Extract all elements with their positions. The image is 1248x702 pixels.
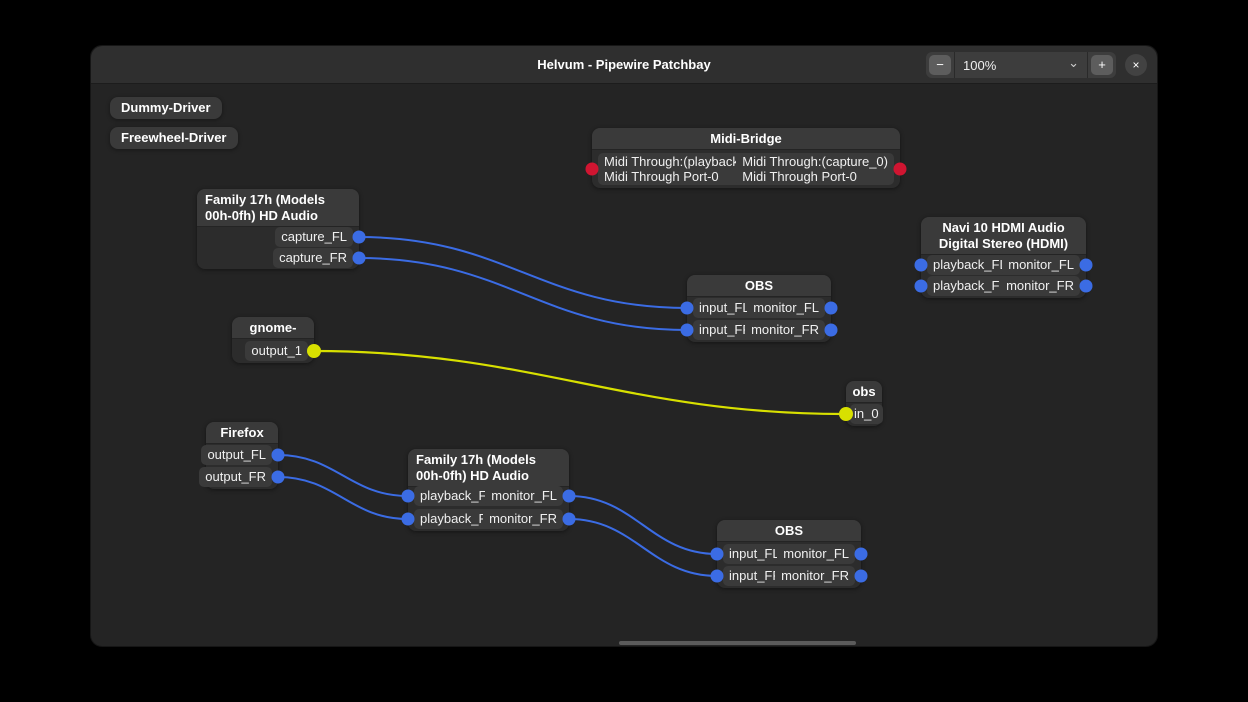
horizontal-scrollbar[interactable] bbox=[619, 641, 856, 645]
zoom-level-value: 100% bbox=[963, 58, 996, 73]
port-output-1[interactable]: output_1 bbox=[245, 341, 308, 361]
port-monitor-fr[interactable]: monitor_FR bbox=[483, 509, 563, 529]
node-gnome-shell[interactable]: gnome-shell output_1 bbox=[232, 317, 314, 363]
node-family-17h-bottom[interactable]: Family 17h (Models 00h-0fh) HD Audio Con… bbox=[408, 449, 569, 531]
zoom-level-dropdown[interactable]: 100% ⌄ bbox=[955, 58, 1087, 73]
separator bbox=[1087, 52, 1088, 78]
node-firefox[interactable]: Firefox output_FL output_FR bbox=[206, 422, 278, 489]
cable-monitor-fr-to-input-fr[interactable] bbox=[569, 519, 717, 576]
port-capture-fl[interactable]: capture_FL bbox=[275, 227, 353, 247]
zoom-controls: − 100% ⌄ + bbox=[926, 52, 1116, 78]
node-title-line1: Family 17h (Models bbox=[416, 452, 561, 468]
port-monitor-fl[interactable]: monitor_FL bbox=[747, 298, 825, 318]
node-navi-10-hdmi[interactable]: Navi 10 HDMI Audio Digital Stereo (HDMI)… bbox=[921, 217, 1086, 298]
port-playback-fl[interactable]: playback_FL bbox=[927, 255, 1013, 275]
port-label-line: Midi Through Port-0 bbox=[604, 169, 758, 184]
port-in-0[interactable]: in_0 bbox=[850, 404, 883, 424]
node-title: Firefox bbox=[206, 422, 278, 444]
node-obs-small[interactable]: obs in_0 bbox=[846, 381, 882, 426]
zoom-in-button[interactable]: + bbox=[1091, 55, 1113, 75]
node-title: Family 17h (Models 00h-0fh) HD Audio Con… bbox=[408, 449, 569, 487]
close-icon: × bbox=[1132, 58, 1139, 72]
cable-capture-fr-to-input-fr[interactable] bbox=[359, 258, 687, 330]
node-obs-top[interactable]: OBS input_FL monitor_FL input_FR monitor… bbox=[687, 275, 831, 342]
port-input-fl[interactable]: input_FL bbox=[723, 544, 786, 564]
port-monitor-fl[interactable]: monitor_FL bbox=[1002, 255, 1080, 275]
node-title-line1: Navi 10 HDMI Audio bbox=[929, 220, 1078, 236]
cable-output-fr-to-playback-fr[interactable] bbox=[278, 477, 408, 519]
close-button[interactable]: × bbox=[1125, 54, 1147, 76]
node-title: Navi 10 HDMI Audio Digital Stereo (HDMI) bbox=[921, 217, 1086, 255]
zoom-out-button[interactable]: − bbox=[929, 55, 951, 75]
node-title-line1: Family 17h (Models bbox=[205, 192, 351, 208]
node-obs-bottom[interactable]: OBS input_FL monitor_FL input_FR monitor… bbox=[717, 520, 861, 588]
node-title: Midi-Bridge bbox=[592, 128, 900, 150]
node-dummy-driver[interactable]: Dummy-Driver bbox=[110, 97, 222, 119]
port-monitor-fr[interactable]: monitor_FR bbox=[1000, 276, 1080, 296]
port-monitor-fr[interactable]: monitor_FR bbox=[775, 566, 855, 586]
port-label-line: Midi Through Port-0 bbox=[742, 169, 888, 184]
port-monitor-fl[interactable]: monitor_FL bbox=[485, 486, 563, 506]
node-title: obs bbox=[846, 381, 882, 403]
node-title: OBS bbox=[687, 275, 831, 297]
port-monitor-fr[interactable]: monitor_FR bbox=[745, 320, 825, 340]
node-title-line2: 00h-0fh) HD Audio Cont… bbox=[205, 208, 351, 227]
port-midi-through-capture[interactable]: Midi Through:(capture_0) Midi Through Po… bbox=[736, 153, 894, 185]
port-capture-fr[interactable]: capture_FR bbox=[273, 248, 353, 268]
node-title: OBS bbox=[717, 520, 861, 542]
node-title: Family 17h (Models 00h-0fh) HD Audio Con… bbox=[197, 189, 359, 227]
node-family-17h-top[interactable]: Family 17h (Models 00h-0fh) HD Audio Con… bbox=[197, 189, 359, 269]
cable-output-fl-to-playback-fl[interactable] bbox=[278, 455, 408, 496]
port-output-fr[interactable]: output_FR bbox=[199, 467, 272, 487]
node-freewheel-driver[interactable]: Freewheel-Driver bbox=[110, 127, 238, 149]
port-label-line: Midi Through:(capture_0) bbox=[742, 154, 888, 169]
node-title-line2: Digital Stereo (HDMI) bbox=[929, 236, 1078, 252]
port-input-fl[interactable]: input_FL bbox=[693, 298, 756, 318]
helvum-window: Dummy-Driver Freewheel-Driver Midi-Bridg… bbox=[90, 45, 1158, 647]
cable-capture-fl-to-input-fl[interactable] bbox=[359, 237, 687, 308]
chevron-down-icon: ⌄ bbox=[1068, 55, 1079, 71]
port-label-line: Midi Through:(playback_0) bbox=[604, 154, 758, 169]
node-title-line2: 00h-0fh) HD Audio Cont… bbox=[416, 468, 561, 487]
node-title: gnome-shell bbox=[232, 317, 314, 339]
headerbar[interactable]: Helvum - Pipewire Patchbay − 100% ⌄ + × bbox=[91, 46, 1157, 84]
node-midi-bridge[interactable]: Midi-Bridge Midi Through:(playback_0) Mi… bbox=[592, 128, 900, 188]
cable-gnome-shell-to-obs[interactable] bbox=[314, 351, 844, 414]
port-monitor-fl[interactable]: monitor_FL bbox=[777, 544, 855, 564]
cable-monitor-fl-to-input-fl[interactable] bbox=[569, 496, 717, 554]
port-output-fl[interactable]: output_FL bbox=[201, 445, 272, 465]
